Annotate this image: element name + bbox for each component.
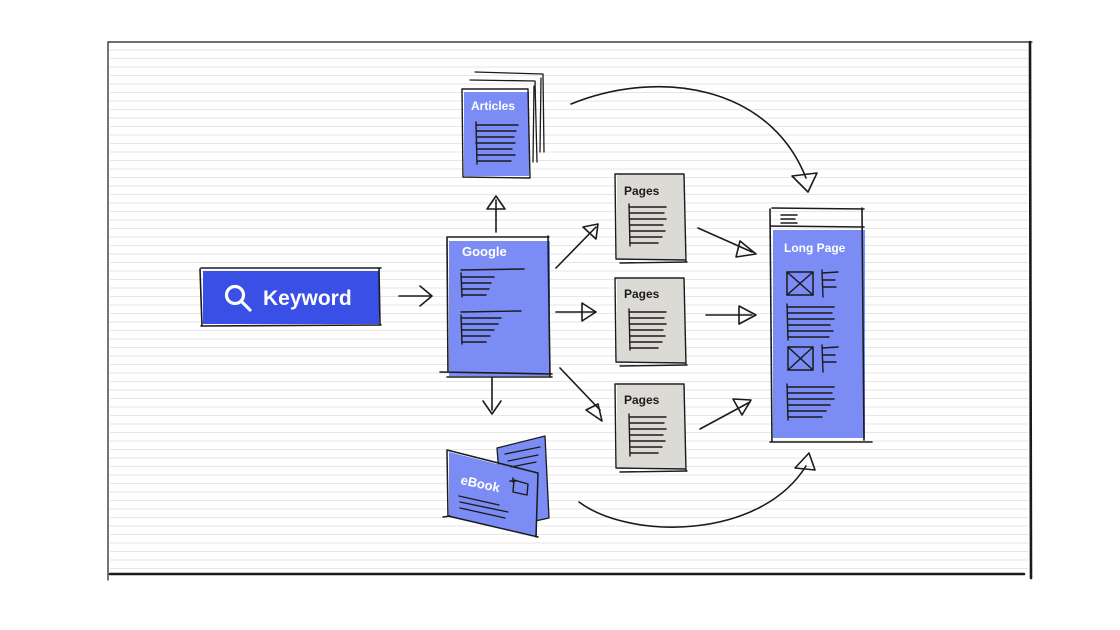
google-label: Google [462,244,507,259]
hamburger-icon [780,214,798,224]
pages-top-document: Pages [614,173,688,264]
keyword-label: Keyword [263,287,352,310]
image-placeholder-icon [787,346,814,371]
pages-bottom-label: Pages [624,393,660,407]
pages-top-label: Pages [624,184,660,198]
image-placeholder-icon [786,271,814,296]
arrow-google-to-articles [486,195,506,233]
articles-text-lines [475,121,519,165]
arrow-keyword-to-google [398,285,433,307]
ebook-document: eBook [442,435,550,538]
pages-mid-document: Pages [614,277,688,367]
articles-document: Articles [461,71,545,179]
long-page-document: Long Page [769,207,873,443]
search-icon [224,284,252,312]
arrow-pages-bottom-to-long-page [699,398,752,430]
arrow-google-to-ebook [482,377,502,415]
google-text-lines [460,268,525,345]
google-document: Google [439,235,553,378]
ebook-frame-icon [509,477,529,496]
arrow-pages-mid-to-long-page [705,305,757,325]
keyword-box: Keyword [199,267,382,327]
long-page-label: Long Page [784,241,846,255]
articles-label: Articles [471,99,515,113]
arrow-pages-top-to-long-page [697,227,757,258]
arrow-articles-to-long-page [570,85,818,193]
arrow-google-to-pages-mid [555,302,597,322]
arrow-google-to-pages-bottom [559,367,603,422]
arrow-ebook-to-long-page [578,452,816,528]
pages-mid-label: Pages [624,287,660,301]
pages-bottom-document: Pages [614,383,688,473]
arrow-google-to-pages-top [555,223,599,269]
